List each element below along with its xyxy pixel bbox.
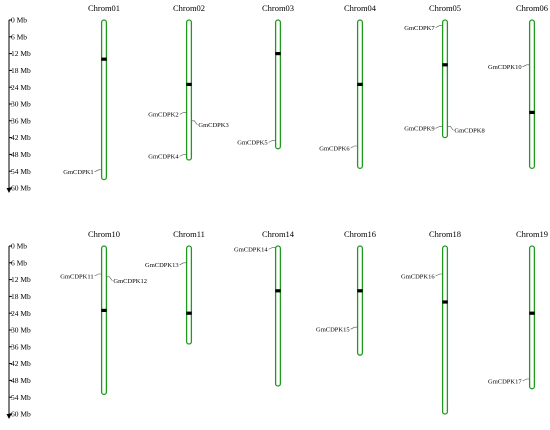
centromere-marker — [442, 300, 448, 304]
chromosome-bar — [274, 19, 282, 150]
chromosome-title: Chrom10 — [88, 229, 120, 239]
centromere-marker — [357, 289, 363, 293]
gene-leader-line — [447, 126, 454, 131]
axis-arrow-icon — [6, 414, 12, 419]
chromosome-title: Chrom14 — [262, 229, 295, 239]
chromosome-title: Chrom18 — [429, 229, 461, 239]
axis-tick-label: 6 Mb — [11, 32, 27, 41]
chromosome-bar — [185, 245, 193, 345]
gene-label: GmCDPK1 — [63, 169, 93, 176]
gene-label: GmCDPK9 — [404, 126, 434, 133]
gene-leader-line — [522, 64, 530, 68]
gene-leader-line — [94, 273, 102, 277]
axis-tick-label: 60 Mb — [11, 410, 31, 419]
gene-label: GmCDPK6 — [319, 145, 350, 152]
chromosome-bar — [528, 245, 536, 390]
chromosome-title: Chrom16 — [344, 229, 376, 239]
gene-label: GmCDPK2 — [148, 112, 178, 119]
gene-label: GmCDPK10 — [488, 64, 522, 71]
gene-label: GmCDPK11 — [60, 273, 93, 280]
gene-label: GmCDPK14 — [234, 247, 268, 254]
gene-leader-line — [435, 126, 443, 129]
chromosome-bar — [441, 19, 449, 139]
axis-tick-label: 36 Mb — [11, 116, 31, 125]
chromosome-title: Chrom03 — [262, 3, 294, 13]
axis-tick-label: 42 Mb — [11, 133, 31, 142]
axis-arrow-icon — [6, 188, 12, 193]
axis-tick-label: 0 Mb — [11, 242, 27, 251]
axis-tick-label: 30 Mb — [11, 100, 31, 109]
gene-label: GmCDPK12 — [113, 278, 147, 285]
axis-tick-label: 42 Mb — [11, 359, 31, 368]
gene-leader-line — [179, 154, 187, 157]
chromosome-bar — [100, 245, 108, 396]
axis-tick-label: 24 Mb — [11, 83, 31, 92]
gene-label: GmCDPK17 — [488, 378, 522, 385]
gene-label: GmCDPK3 — [198, 122, 228, 129]
chromosome-title: Chrom19 — [516, 229, 548, 239]
gene-label: GmCDPK4 — [148, 154, 179, 161]
chromosome-title: Chrom02 — [173, 3, 205, 13]
gene-leader-line — [350, 145, 358, 149]
centromere-marker — [186, 311, 192, 315]
chromosome-title: Chrom04 — [344, 3, 377, 13]
gene-leader-line — [191, 120, 198, 125]
chromosome-title: Chrom01 — [88, 3, 120, 13]
gene-leader-line — [106, 276, 113, 281]
axis-tick-label: 48 Mb — [11, 376, 31, 385]
gene-leader-line — [268, 247, 276, 250]
axis-tick-label: 36 Mb — [11, 342, 31, 351]
gene-label: GmCDPK7 — [404, 25, 435, 32]
axis-tick-label: 24 Mb — [11, 309, 31, 318]
gene-leader-line — [179, 112, 187, 115]
gene-leader-line — [435, 25, 443, 28]
axis-tick-label: 12 Mb — [11, 275, 31, 284]
axis-tick-label: 48 Mb — [11, 150, 31, 159]
gene-label: GmCDPK5 — [237, 140, 267, 147]
axis-tick-label: 12 Mb — [11, 49, 31, 58]
gene-leader-line — [268, 140, 276, 143]
chromosome-bar — [274, 245, 282, 387]
chromosome-bar — [441, 245, 449, 415]
centromere-marker — [101, 308, 107, 312]
gene-leader-line — [179, 262, 187, 266]
axis-tick-label: 18 Mb — [11, 292, 31, 301]
axis-tick-label: 54 Mb — [11, 393, 31, 402]
centromere-marker — [529, 311, 535, 315]
axis-tick-label: 54 Mb — [11, 167, 31, 176]
centromere-marker — [275, 52, 281, 56]
chromosome-title: Chrom11 — [173, 229, 205, 239]
chromosome-title: Chrom05 — [429, 3, 461, 13]
chromosome-bar — [100, 19, 108, 181]
axis-tick-label: 0 Mb — [11, 16, 27, 25]
chromosome-bar — [356, 19, 364, 170]
centromere-marker — [101, 57, 107, 61]
chromosome-bar — [185, 19, 193, 161]
centromere-marker — [357, 82, 363, 86]
axis-tick-label: 30 Mb — [11, 326, 31, 335]
gene-leader-line — [94, 169, 102, 173]
centromere-marker — [186, 82, 192, 86]
gene-label: GmCDPK13 — [145, 262, 179, 269]
axis-tick-label: 6 Mb — [11, 258, 27, 267]
axis-tick-label: 18 Mb — [11, 66, 31, 75]
gene-leader-line — [522, 378, 530, 382]
chromosome-title: Chrom06 — [516, 3, 548, 13]
gene-leader-line — [435, 273, 443, 277]
centromere-marker — [442, 63, 448, 67]
gene-label: GmCDPK16 — [401, 273, 435, 280]
gene-label: GmCDPK15 — [316, 327, 350, 334]
chromosome-bar — [528, 19, 536, 170]
chromosome-bar — [356, 245, 364, 356]
centromere-marker — [529, 110, 535, 114]
axis-tick-label: 60 Mb — [11, 184, 31, 193]
centromere-marker — [275, 289, 281, 293]
gene-leader-line — [350, 326, 358, 330]
gene-label: GmCDPK8 — [454, 128, 484, 135]
